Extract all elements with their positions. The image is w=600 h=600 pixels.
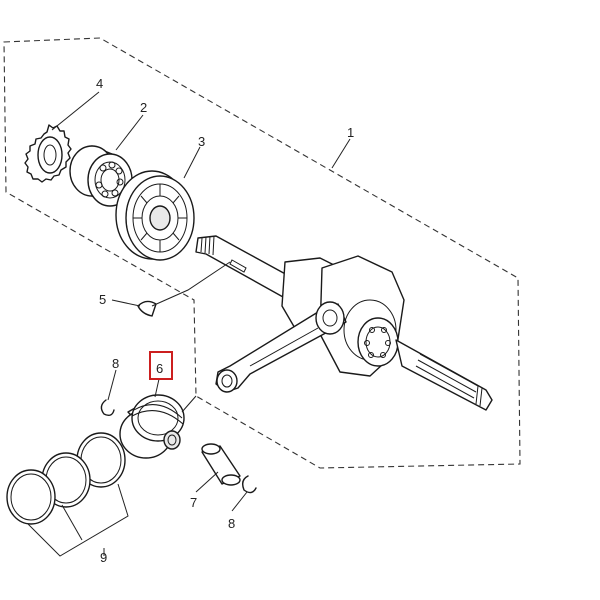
callout-labels: 1 2 3 4 5 6 7 8 8 9 bbox=[96, 76, 354, 565]
circlip-upper-part[interactable] bbox=[100, 399, 115, 417]
piston-part[interactable] bbox=[119, 394, 185, 459]
callout-3[interactable]: 3 bbox=[198, 134, 205, 149]
callout-9[interactable]: 9 bbox=[100, 550, 107, 565]
piston-rings-part[interactable] bbox=[6, 432, 126, 525]
leader-lines bbox=[27, 91, 351, 557]
callout-5[interactable]: 5 bbox=[99, 292, 106, 307]
gear-part[interactable] bbox=[24, 124, 72, 183]
crankshaft-part[interactable] bbox=[195, 235, 493, 411]
seal-part[interactable] bbox=[115, 170, 195, 261]
woodruff-key-part[interactable] bbox=[137, 300, 157, 317]
callout-8-upper[interactable]: 8 bbox=[112, 356, 119, 371]
callout-2[interactable]: 2 bbox=[140, 100, 147, 115]
callout-8-lower[interactable]: 8 bbox=[228, 516, 235, 531]
callout-4[interactable]: 4 bbox=[96, 76, 103, 91]
assembly-boundary bbox=[3, 37, 521, 469]
piston-ring-1 bbox=[6, 469, 56, 525]
callout-6-highlight bbox=[149, 351, 173, 380]
piston-pin-part[interactable] bbox=[201, 443, 241, 486]
circlip-lower-part[interactable] bbox=[241, 475, 257, 494]
callout-6[interactable]: 6 bbox=[156, 361, 163, 376]
callout-1[interactable]: 1 bbox=[347, 125, 354, 140]
callout-7[interactable]: 7 bbox=[190, 495, 197, 510]
